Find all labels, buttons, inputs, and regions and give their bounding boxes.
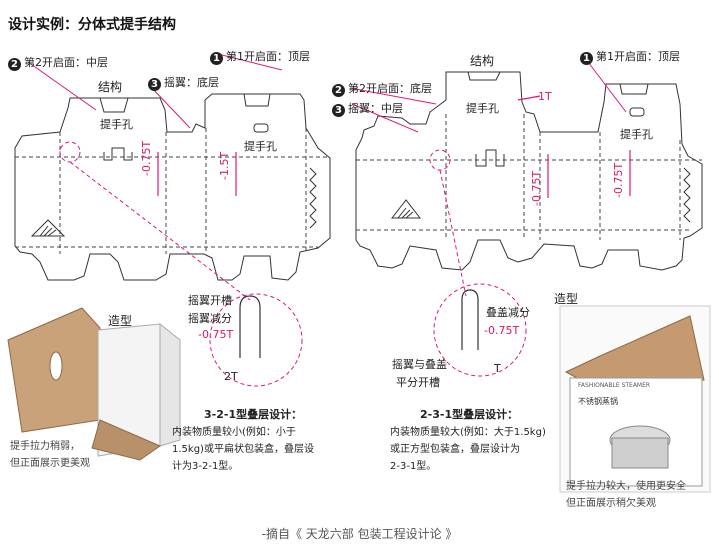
page-title: 设计实例：分体式提手结构 bbox=[8, 17, 176, 33]
right-structure-label: 结构 bbox=[470, 54, 495, 68]
left-design-text: 内装物质量较小(例如：小于 1.5kg)或平扁状包装盒，叠层设 计为3-2-1型… bbox=[172, 427, 314, 472]
right-detail-1: 叠盖减分 bbox=[486, 306, 530, 319]
right-detail-5: T bbox=[494, 362, 501, 375]
left-dim-a: -0.75T bbox=[140, 140, 153, 176]
left-design-title: 3-2-1型叠层设计： bbox=[204, 408, 303, 421]
left-structure-label: 结构 bbox=[98, 80, 123, 94]
left-detail-3: -0.75T bbox=[198, 328, 234, 341]
left-detail-2: 摇翼减分 bbox=[188, 312, 232, 325]
right-detail-3: 摇翼与叠盖 bbox=[392, 358, 447, 371]
right-box-text-2: 不锈钢蒸锅 bbox=[578, 397, 618, 406]
right-photo-caption: 提手拉力较大，使用更安全 但正面展示稍欠美观 bbox=[566, 481, 686, 509]
right-design-title: 2-3-1型叠层设计： bbox=[420, 408, 519, 421]
left-dieline bbox=[14, 93, 331, 281]
right-design-text: 内装物质量较大(例如：大于1.5kg) 或正方型包装盒，叠层设计为 2-3-1型… bbox=[390, 427, 546, 472]
left-dim-b: -1.5T bbox=[218, 151, 231, 180]
source-footer: -摘自《 天龙六部 包装工程设计论 》 bbox=[261, 527, 458, 541]
left-detail-1: 摇翼开槽 bbox=[188, 294, 232, 307]
right-handle-hole-a: 提手孔 bbox=[466, 102, 499, 115]
right-dim-top: -1T bbox=[534, 90, 552, 103]
right-dim-b: -0.75T bbox=[612, 162, 625, 198]
right-detail-2: -0.75T bbox=[484, 324, 520, 337]
left-photo-caption: 提手拉力稍弱， 但正面展示更美观 bbox=[10, 441, 90, 469]
left-shape-label: 造型 bbox=[108, 314, 133, 328]
right-box-text-1: FASHIONABLE STEAMER bbox=[578, 382, 651, 389]
right-shape-label: 造型 bbox=[554, 292, 579, 306]
left-detail-4: 2T bbox=[224, 370, 238, 383]
right-dim-a: -0.75T bbox=[530, 170, 543, 206]
left-handle-hole-a: 提手孔 bbox=[100, 118, 133, 131]
left-box-photo bbox=[7, 307, 181, 461]
right-box-photo bbox=[559, 305, 711, 493]
right-dieline bbox=[355, 71, 703, 271]
right-handle-hole-b: 提手孔 bbox=[620, 128, 653, 141]
right-detail-4: 平分开槽 bbox=[396, 376, 440, 389]
left-handle-hole-b: 提手孔 bbox=[244, 140, 277, 153]
